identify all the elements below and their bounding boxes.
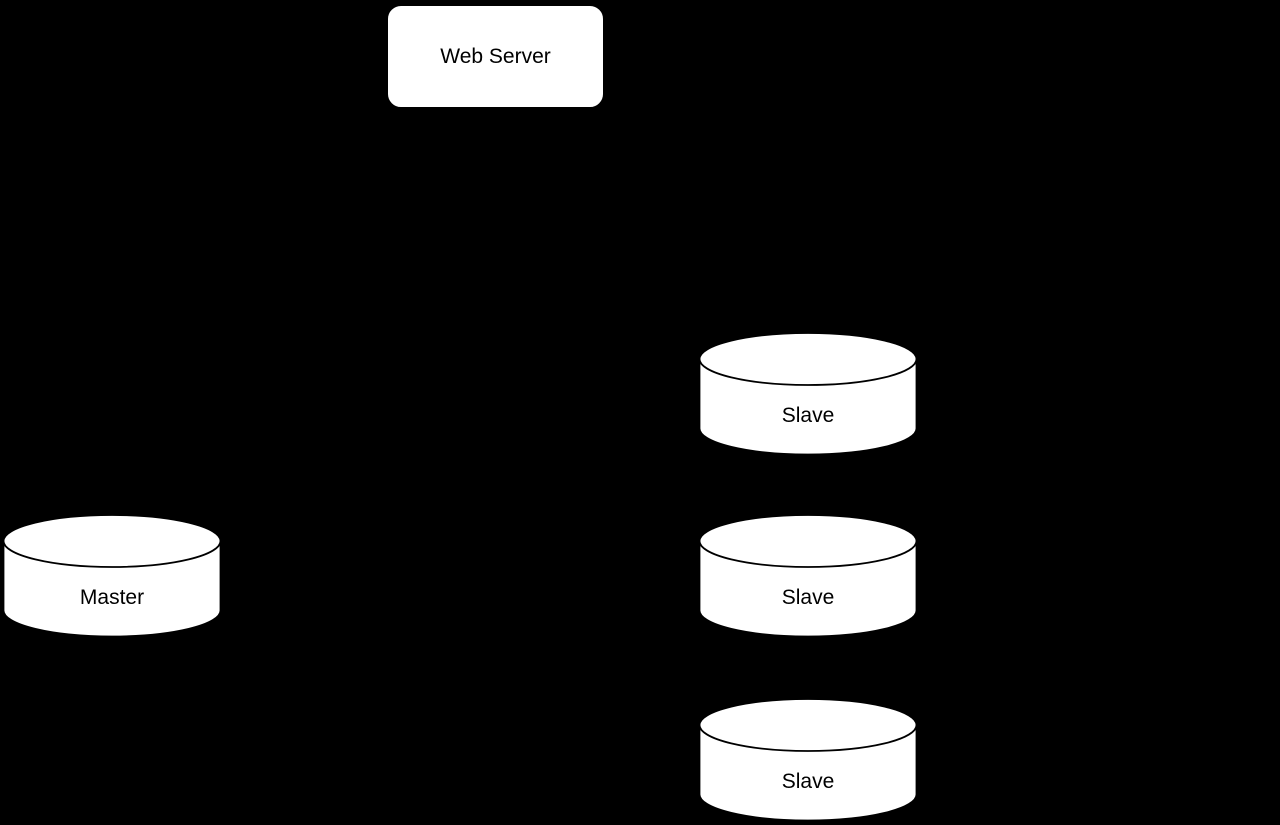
- database-cylinder-icon: [698, 514, 918, 638]
- web-server-label: Web Server: [440, 44, 551, 68]
- slave-label: Slave: [781, 770, 835, 793]
- web-server-node: Web Server: [387, 5, 604, 108]
- slave-label: Slave: [781, 586, 835, 609]
- cylinder-top-ellipse: [2, 514, 222, 568]
- database-cylinder-icon: [2, 514, 222, 638]
- database-cylinder-icon: [698, 332, 918, 456]
- slave-label: Slave: [781, 404, 835, 427]
- cylinder-body-shape: [698, 359, 918, 456]
- cylinder-body-shape: [2, 541, 222, 638]
- cylinder-top-ellipse: [698, 332, 918, 386]
- database-cylinder-icon: [698, 698, 918, 822]
- cylinder-body-shape: [698, 725, 918, 822]
- slave-database-cylinder-1: Slave: [698, 332, 918, 457]
- master-label: Master: [79, 586, 145, 609]
- slave-database-cylinder-2: Slave: [698, 514, 918, 639]
- cylinder-top-ellipse: [698, 514, 918, 568]
- master-database-cylinder: Master: [2, 514, 222, 639]
- slave-database-cylinder-3: Slave: [698, 698, 918, 823]
- cylinder-top-ellipse: [698, 698, 918, 752]
- cylinder-body-shape: [698, 541, 918, 638]
